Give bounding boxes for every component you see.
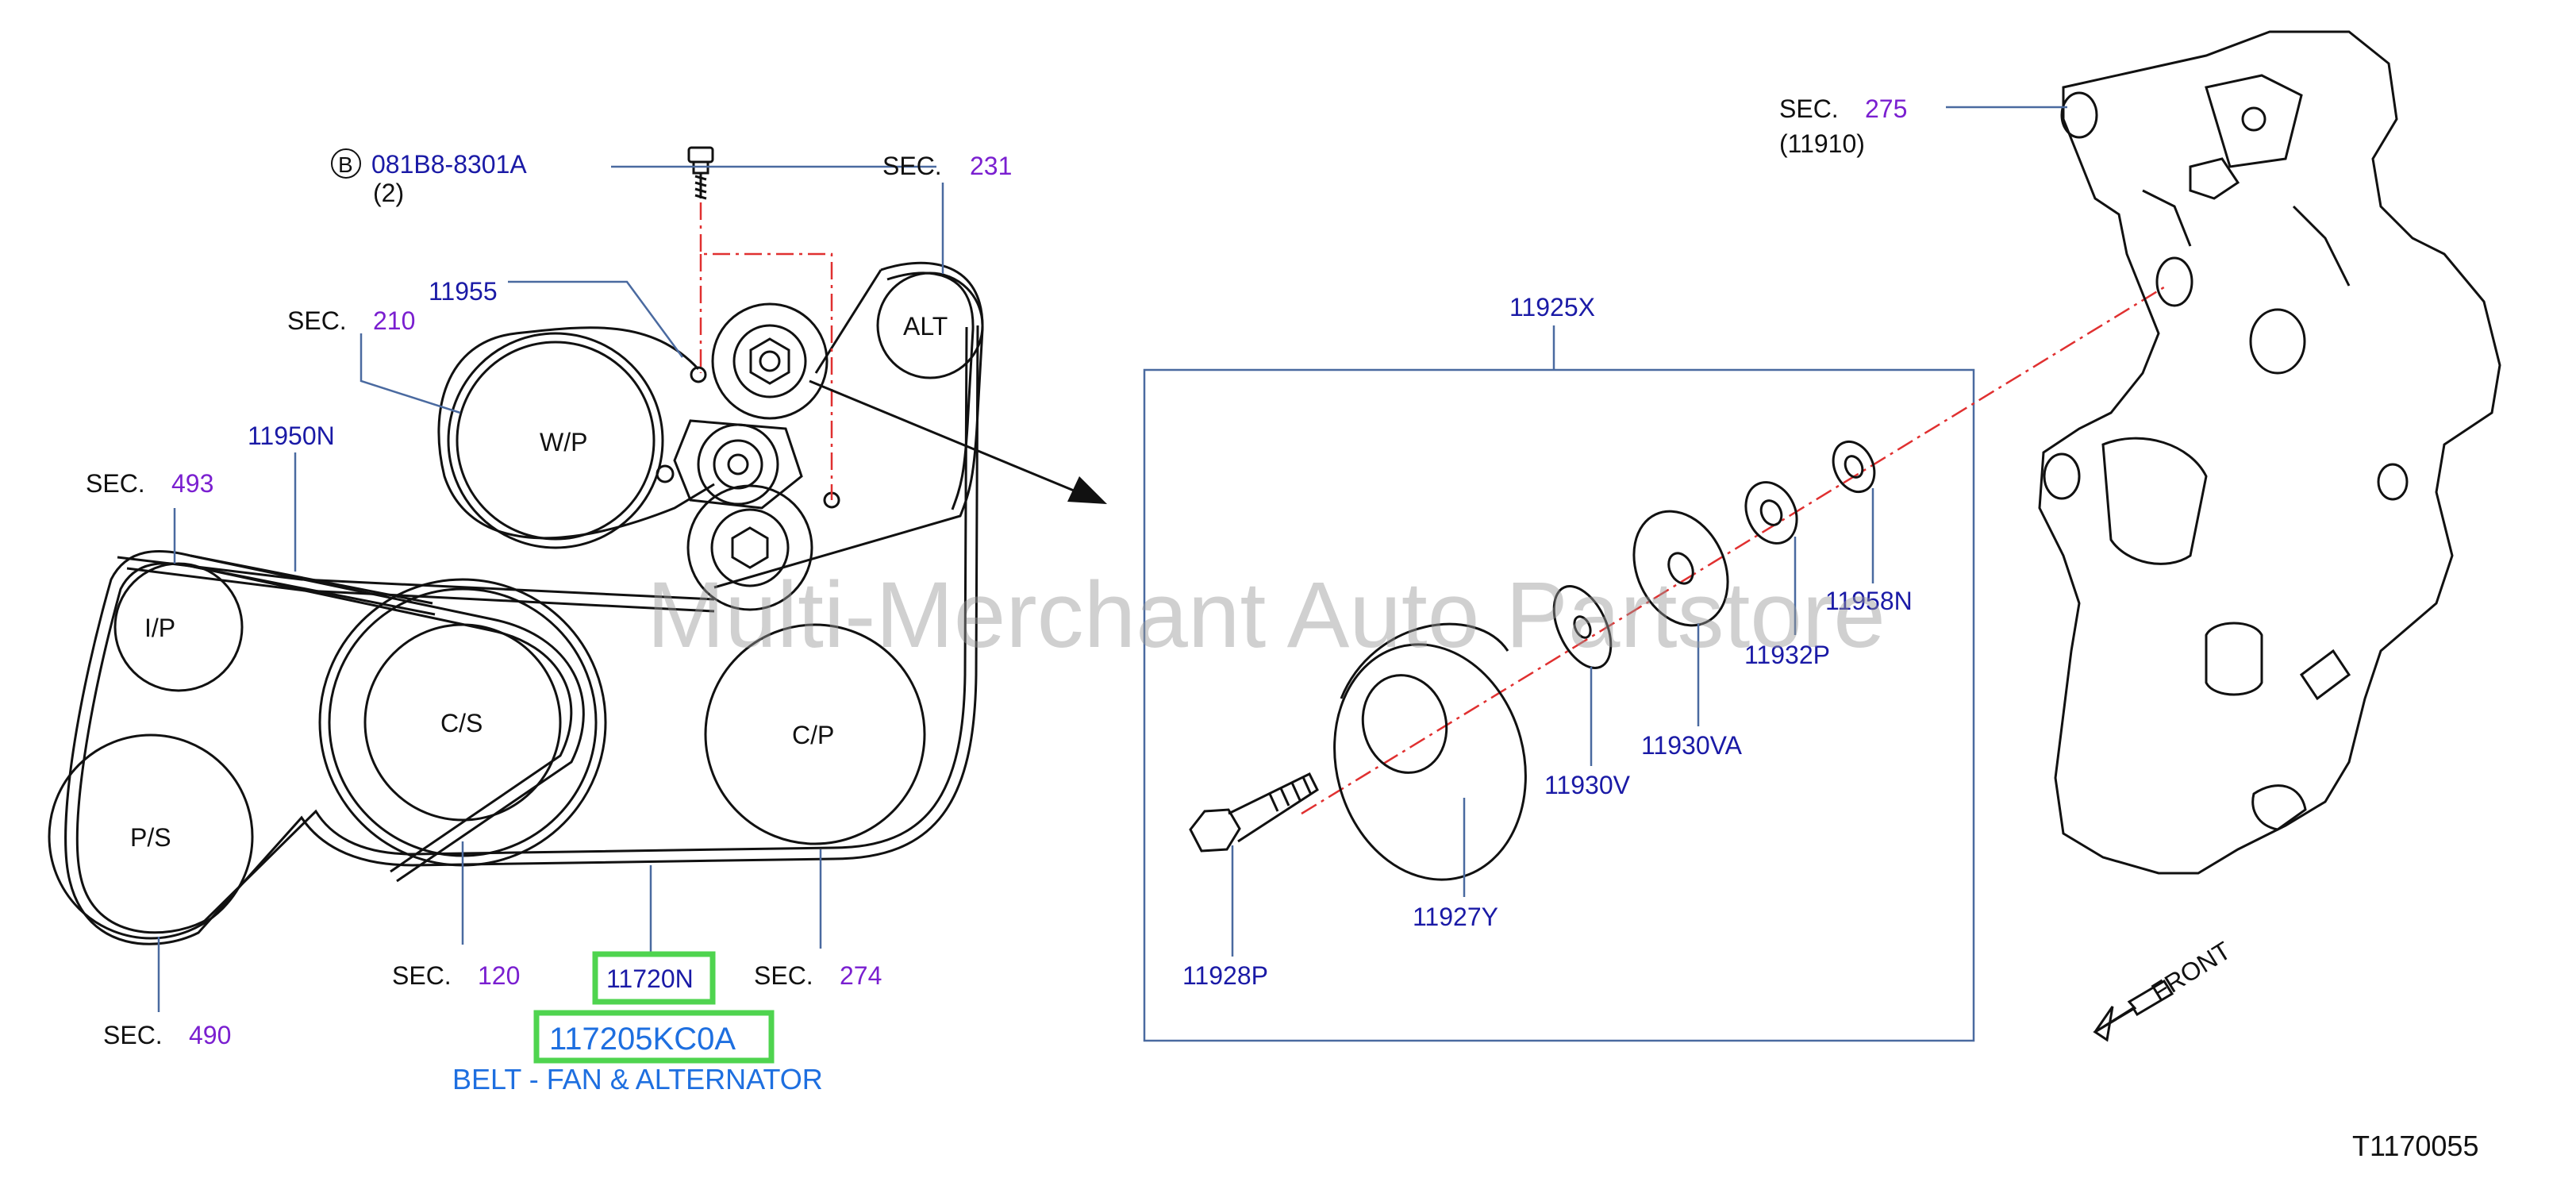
pulley-wp: W/P: [447, 332, 664, 549]
sec-sub-number: (11910): [1779, 129, 1865, 158]
callout-symbol-circle: [331, 148, 361, 179]
front-arrow: FRONT: [2093, 936, 2236, 1042]
sec-prefix: SEC.: [392, 961, 452, 990]
callout-symbol: B: [338, 152, 353, 177]
sec-prefix: SEC.: [287, 306, 347, 335]
sec-prefix: SEC.: [754, 961, 813, 990]
fan-belt-upper: [437, 261, 984, 589]
cover-11930VA: [1632, 510, 1729, 627]
sec-number-493[interactable]: 493: [171, 469, 213, 498]
pulley-ps: P/S: [48, 733, 254, 940]
pulley-11927Y: [1333, 622, 1527, 881]
fan-belt-upper-inner: [886, 271, 975, 510]
bolt-11928P: [1189, 772, 1319, 853]
spacer-11932P: [1744, 481, 1798, 545]
sec-number-120[interactable]: 120: [478, 961, 520, 990]
part-number-11950N[interactable]: 11950N: [248, 422, 335, 450]
sec-prefix: SEC.: [882, 152, 942, 180]
bracket-11910: [2038, 30, 2501, 875]
sec-number-231[interactable]: 231: [970, 152, 1012, 180]
highlight-box: [592, 951, 716, 1005]
main-belt-cs-wrap-inner: [193, 565, 573, 873]
idler-pulley-upper: [711, 302, 829, 420]
leader-11955: [508, 280, 684, 358]
highlight-box: [533, 1010, 775, 1064]
bolt-081B8: [687, 146, 714, 200]
sec-prefix: SEC.: [103, 1021, 163, 1049]
part-number-11925X[interactable]: 11925X: [1509, 293, 1595, 321]
idler-pulley-lower: [686, 484, 813, 611]
pulley-label-ps: P/S: [130, 823, 171, 852]
part-number-11927Y[interactable]: 11927Y: [1413, 903, 1498, 931]
pulley-label-wp: W/P: [540, 428, 587, 456]
belt-ref-number[interactable]: 11720N: [606, 964, 694, 993]
pulley-ip: I/P: [113, 562, 244, 692]
sec-number-210[interactable]: 210: [373, 306, 415, 335]
sec-number-275[interactable]: 275: [1865, 94, 1907, 123]
bolt-callout: B 081B8-8301A (2): [331, 148, 527, 207]
watermark-text: Multi-Merchant Auto Partstore: [647, 563, 1886, 668]
leader-sec210: [359, 333, 461, 414]
part-number-11930VA[interactable]: 11930VA: [1641, 731, 1743, 760]
lockwasher-11958N: [1832, 440, 1876, 494]
front-arrow-icon: [2093, 979, 2174, 1042]
bolt-part-number[interactable]: 081B8-8301A: [371, 150, 527, 179]
part-number-11958N[interactable]: 11958N: [1825, 587, 1913, 615]
part-number-11928P[interactable]: 11928P: [1182, 961, 1268, 990]
sec-prefix: SEC.: [1779, 94, 1839, 123]
main-belt-inner: [75, 326, 968, 934]
washer-11930V: [1552, 585, 1613, 669]
part-number-11932P[interactable]: 11932P: [1744, 641, 1830, 669]
pulley-cs: C/S: [318, 578, 607, 867]
sec-number-490[interactable]: 490: [189, 1021, 231, 1049]
alignment-line: [699, 202, 833, 500]
belt-callout: 11720N 117205KC0A BELT - FAN & ALTERNATO…: [452, 951, 823, 1095]
main-belt-cs-wrap: [190, 554, 585, 883]
detail-arrow-head: [1067, 476, 1107, 504]
belt-part-number[interactable]: 117205KC0A: [549, 1022, 736, 1057]
bolt-quantity: (2): [373, 179, 404, 207]
sec-prefix: SEC.: [86, 469, 145, 498]
pulley-label-cs: C/S: [440, 709, 483, 737]
main-belt-outer: [64, 325, 979, 945]
drawing-id: T1170055: [2352, 1130, 2478, 1162]
pulley-cp: C/P: [704, 623, 926, 845]
belt-description: BELT - FAN & ALTERNATOR: [452, 1063, 823, 1095]
pulley-label-ip: I/P: [144, 614, 175, 642]
front-label: FRONT: [2147, 936, 2236, 1007]
tensioner-pulley: [656, 419, 803, 510]
pulley-label-cp: C/P: [792, 721, 834, 749]
pulley-label-alt: ALT: [903, 312, 948, 341]
sec-number-274[interactable]: 274: [840, 961, 882, 990]
detail-arrow: [809, 379, 1088, 498]
part-number-11930V[interactable]: 11930V: [1544, 771, 1631, 799]
detail-frame: [1143, 368, 1975, 1042]
part-number-11955[interactable]: 11955: [429, 277, 498, 306]
mount-hole: [690, 366, 707, 383]
main-belt-top: [117, 556, 715, 613]
